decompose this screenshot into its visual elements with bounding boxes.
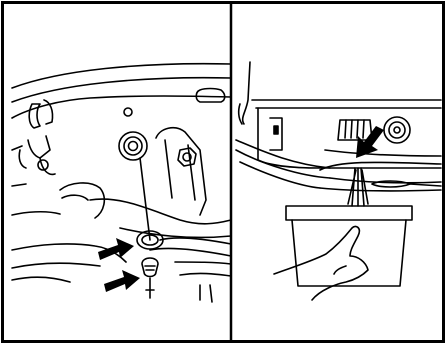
- figure-frame: [3, 3, 444, 342]
